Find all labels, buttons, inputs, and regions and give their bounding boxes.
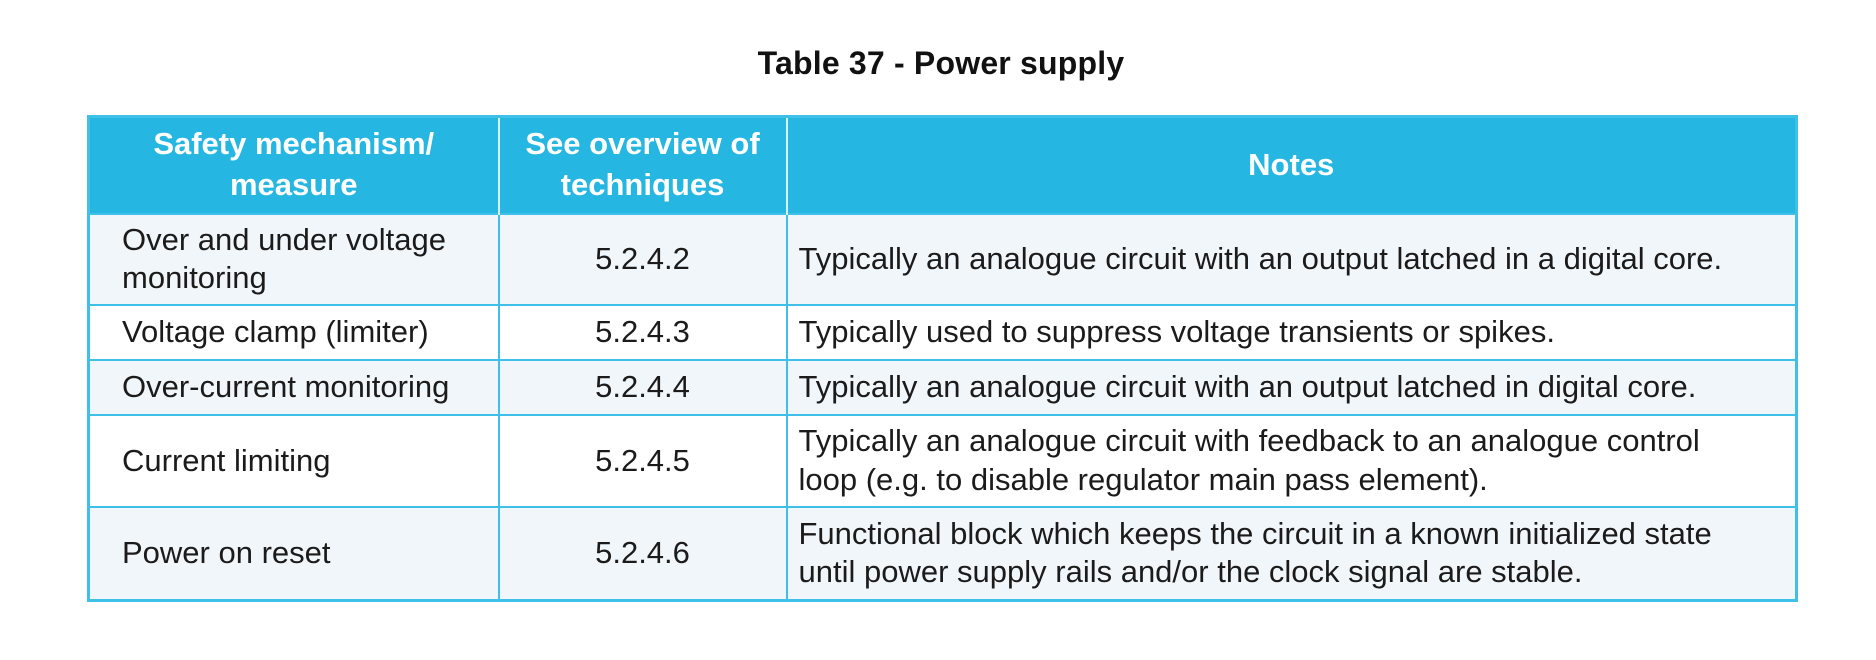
cell-technique: 5.2.4.2 [497, 212, 788, 306]
cell-technique: 5.2.4.5 [497, 414, 788, 508]
cell-mechanism: Voltage clamp (limiter) [87, 304, 500, 361]
cell-technique: 5.2.4.3 [497, 304, 788, 361]
cell-notes: Typically used to suppress voltage trans… [785, 304, 1798, 361]
power-supply-table: Safety mechanism/ measure See overview o… [87, 115, 1798, 602]
cell-mechanism: Over and under voltage monitoring [87, 212, 500, 306]
cell-technique: 5.2.4.6 [497, 506, 788, 601]
table-row: Current limiting 5.2.4.5 Typically an an… [87, 414, 1798, 508]
table-row: Power on reset 5.2.4.6 Functional block … [87, 506, 1798, 601]
cell-mechanism: Current limiting [87, 414, 500, 508]
column-header-notes: Notes [785, 116, 1797, 214]
cell-notes: Typically an analogue circuit with an ou… [785, 359, 1798, 416]
table-row: Voltage clamp (limiter) 5.2.4.3 Typicall… [87, 304, 1798, 361]
cell-mechanism: Power on reset [87, 506, 500, 601]
column-header-see-overview: See overview of techniques [497, 116, 787, 214]
column-header-safety-mechanism: Safety mechanism/ measure [88, 116, 499, 214]
cell-notes: Typically an analogue circuit with feedb… [785, 414, 1798, 508]
table-row: Over-current monitoring 5.2.4.4 Typicall… [87, 359, 1798, 416]
cell-mechanism: Over-current monitoring [87, 359, 500, 416]
cell-notes: Functional block which keeps the circuit… [785, 506, 1798, 601]
table-caption: Table 37 - Power supply [757, 45, 1125, 81]
header-row: Safety mechanism/ measure See overview o… [88, 116, 1797, 214]
cell-technique: 5.2.4.4 [497, 359, 788, 416]
table-row: Over and under voltage monitoring 5.2.4.… [87, 212, 1798, 306]
cell-notes: Typically an analogue circuit with an ou… [785, 212, 1798, 306]
